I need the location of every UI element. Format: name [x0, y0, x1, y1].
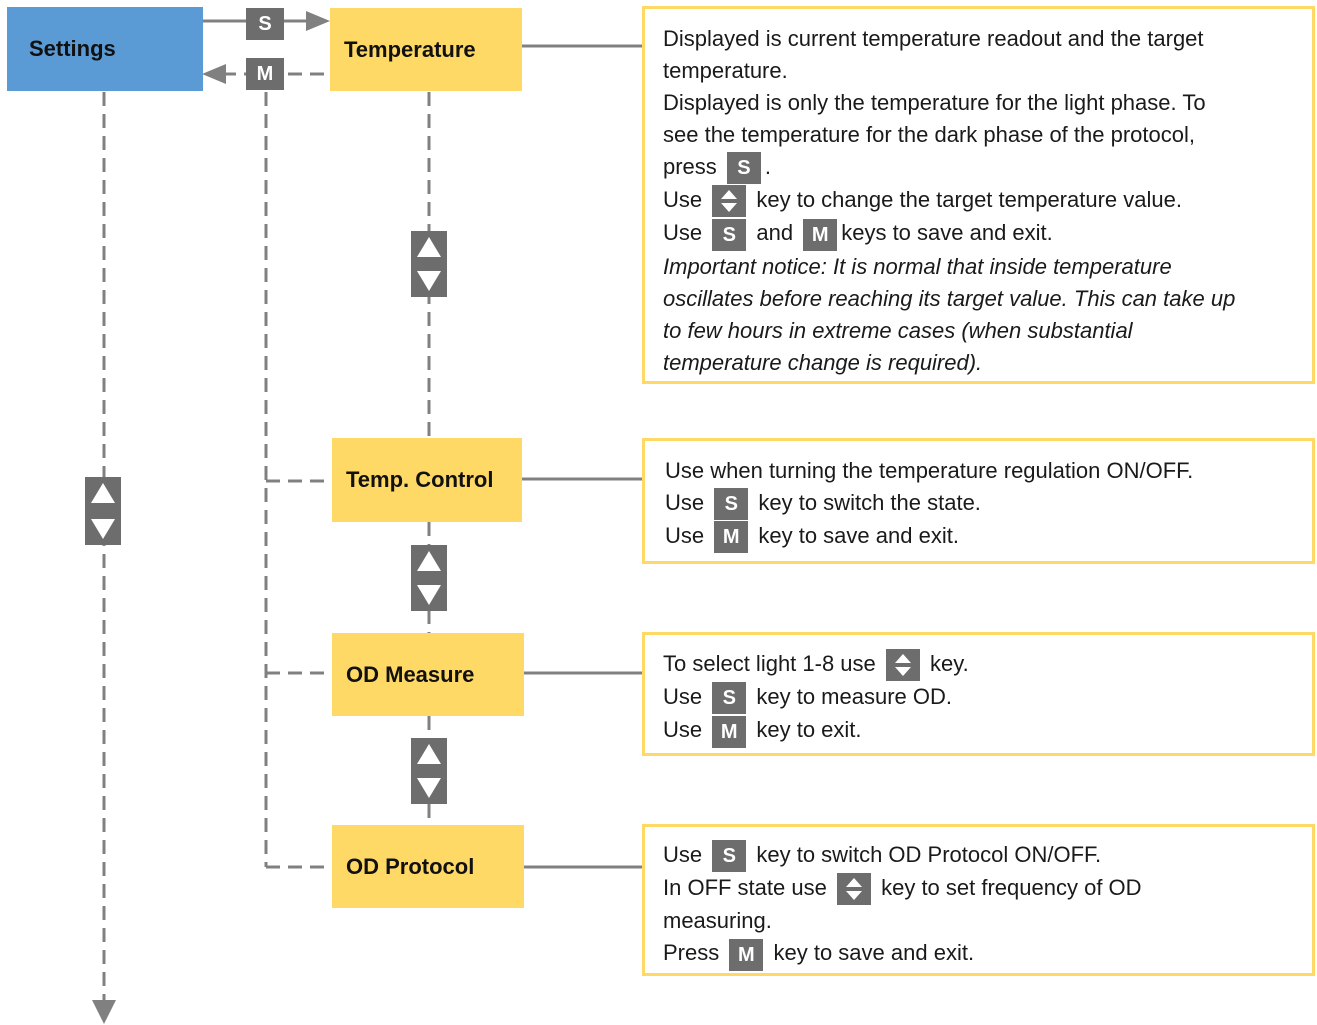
temperature-description: Displayed is current temperature readout… [642, 6, 1315, 384]
notice-line: to few hours in extreme cases (when subs… [663, 317, 1133, 343]
temp-control-box: Temp. Control [332, 438, 522, 522]
m-key-icon: M [712, 715, 747, 748]
up-down-key-icon [411, 231, 447, 297]
up-down-key-icon [712, 185, 747, 218]
s-key-icon: S [712, 840, 747, 873]
m-key-icon: M [714, 521, 749, 554]
desc-text: press [663, 154, 717, 179]
desc-line: Displayed is current temperature readout… [663, 26, 1204, 51]
od-protocol-box: OD Protocol [332, 825, 524, 908]
desc-text: key to save and exit. [758, 523, 959, 549]
temperature-box: Temperature [330, 8, 522, 91]
od-measure-label: OD Measure [346, 661, 475, 687]
desc-text: . [764, 154, 772, 179]
up-down-key-icon [885, 649, 920, 682]
desc-text: Use [663, 187, 703, 213]
desc-line: Use S key to switch OD Protocol ON/OFF. [663, 839, 1312, 873]
settings-label: Settings [29, 36, 116, 61]
desc-line: Use S key to switch the state. [665, 487, 1312, 521]
od-measure-box: OD Measure [332, 633, 524, 716]
desc-line: In OFF state use key to set frequency of… [663, 872, 1312, 906]
m-key-icon: M [246, 58, 284, 90]
desc-text: key to set frequency of OD [881, 875, 1142, 901]
desc-text: To select light 1-8 use [663, 651, 876, 676]
desc-text: and [756, 220, 794, 246]
desc-line: press S. [663, 151, 1312, 185]
desc-text: Press [663, 940, 720, 966]
desc-line: Use S key to measure OD. [663, 681, 1312, 715]
desc-text: Use [663, 684, 703, 710]
notice-line: Important notice: It is normal that insi… [663, 253, 1172, 279]
up-down-key-icon [85, 477, 121, 545]
up-down-key-icon [411, 545, 447, 611]
notice-line: oscillates before reaching its target va… [663, 285, 1236, 311]
od-measure-description: To select light 1-8 use key. Use S key t… [642, 632, 1315, 756]
desc-line: temperature. [663, 58, 788, 83]
desc-text: Use [663, 220, 703, 246]
desc-text: key to measure OD. [756, 684, 953, 710]
desc-text: Use [663, 842, 703, 867]
s-key-icon: S [246, 8, 284, 40]
desc-line: see the temperature for the dark phase o… [663, 122, 1195, 147]
desc-text: key to switch the state. [758, 490, 981, 515]
desc-text: keys to save and exit. [841, 220, 1053, 246]
desc-line: Use when turning the temperature regulat… [665, 458, 1194, 483]
desc-line: Press M key to save and exit. [663, 937, 1312, 971]
desc-text: key to change the target temperature val… [756, 187, 1182, 213]
od-protocol-description: Use S key to switch OD Protocol ON/OFF. … [642, 824, 1315, 976]
s-key-icon: S [712, 682, 747, 715]
temp-control-label: Temp. Control [346, 467, 494, 492]
desc-text: Use [663, 717, 703, 743]
desc-line: Displayed is only the temperature for th… [663, 90, 1206, 115]
m-key-icon: M [729, 938, 764, 971]
desc-text: In OFF state use [663, 875, 827, 901]
up-down-key-icon [411, 738, 447, 804]
desc-line: To select light 1-8 use key. [663, 648, 1312, 682]
up-down-key-icon [836, 873, 871, 906]
desc-text: Use [665, 523, 705, 549]
s-key-icon: S [712, 218, 747, 251]
m-key-icon: M [803, 218, 838, 251]
desc-text: Use [665, 490, 705, 515]
desc-line: Use M key to exit. [663, 714, 1312, 748]
desc-text: key to switch OD Protocol ON/OFF. [756, 842, 1102, 867]
desc-line: Use M key to save and exit. [665, 520, 1312, 554]
temp-control-description: Use when turning the temperature regulat… [642, 438, 1315, 564]
desc-line: measuring. [663, 908, 772, 934]
s-key-icon: S [726, 152, 761, 185]
notice-line: temperature change is required). [663, 349, 983, 375]
desc-text: key. [930, 651, 969, 676]
desc-text: key to save and exit. [773, 940, 975, 966]
settings-box: Settings [7, 7, 203, 91]
desc-line: Use key to change the target temperature… [663, 184, 1312, 218]
od-protocol-label: OD Protocol [346, 853, 475, 879]
desc-text: key to exit. [756, 717, 862, 743]
s-key-icon: S [714, 488, 749, 521]
temperature-label: Temperature [344, 36, 476, 62]
